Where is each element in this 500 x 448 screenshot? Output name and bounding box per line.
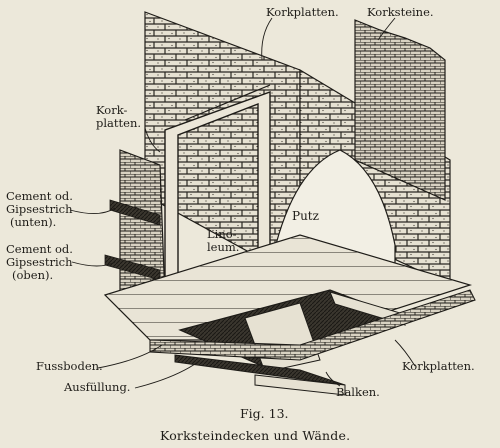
label-balken: Balken. — [336, 385, 380, 399]
figure-number: Fig. 13. — [240, 406, 289, 421]
label-korkplatten-bottom: Korkplatten. — [402, 359, 475, 373]
label-putz: Putz — [292, 209, 319, 223]
label-cement-oben-1: Cement od. — [6, 242, 73, 256]
label-ausfuellung: Ausfüllung. — [64, 380, 131, 394]
label-cement-unten-3: (unten). — [10, 215, 57, 229]
label-korksteine: Korksteine. — [367, 5, 434, 19]
label-linoleum-2: leum. — [207, 240, 240, 254]
label-cement-oben-2: Gipsestrich — [6, 255, 73, 269]
label-cement-oben-3: (oben). — [12, 268, 54, 282]
label-korkplatten-top: Korkplatten. — [266, 5, 339, 19]
label-korkplatten-left-2: platten. — [96, 116, 142, 130]
label-korkplatten-left-1: Kork- — [96, 103, 128, 117]
label-cement-unten-2: Gipsestrich — [6, 202, 73, 216]
label-cement-unten-1: Cement od. — [6, 189, 73, 203]
figure-caption: Korksteindecken und Wände. — [160, 428, 351, 443]
label-fussboden: Fussboden. — [36, 359, 103, 373]
label-linoleum-1: Lino- — [207, 227, 237, 241]
